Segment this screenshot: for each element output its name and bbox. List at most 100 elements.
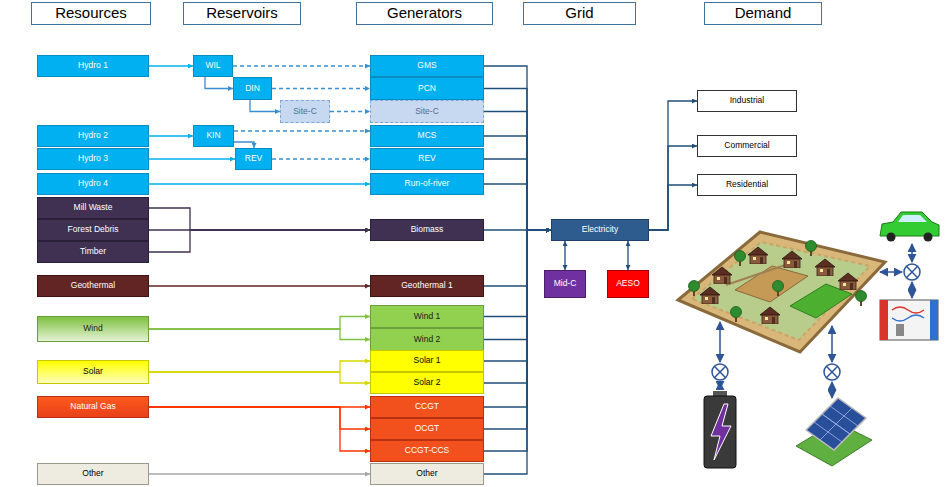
flow-connector bbox=[149, 158, 235, 159]
box-label: Wind 2 bbox=[414, 335, 440, 344]
flow-connector bbox=[484, 184, 551, 230]
box-label: Mill Waste bbox=[74, 203, 113, 212]
heat-pump bbox=[880, 300, 938, 340]
box-label: Electricity bbox=[582, 225, 618, 234]
wind-box: Wind 1 bbox=[370, 305, 484, 328]
box-label: Site-C bbox=[415, 107, 439, 116]
electric-car bbox=[880, 212, 939, 242]
flow-connector bbox=[484, 230, 551, 407]
box-label: Natural Gas bbox=[70, 402, 115, 411]
geothermal-box: Geothermal bbox=[37, 275, 149, 297]
biomass-box: Biomass bbox=[370, 219, 484, 241]
demand-box: Commercial bbox=[697, 135, 797, 157]
box-label: Solar 1 bbox=[414, 356, 441, 365]
flow-connector bbox=[330, 111, 370, 112]
planned-box: Site-C bbox=[280, 100, 330, 123]
box-label: REV bbox=[245, 154, 262, 163]
flow-connector bbox=[149, 317, 370, 330]
demand-box: Industrial bbox=[697, 90, 797, 112]
column-header: Resources bbox=[31, 2, 151, 25]
box-label: GMS bbox=[417, 61, 436, 70]
flow-arrows bbox=[720, 244, 912, 398]
interconnect-box: AESO bbox=[607, 270, 649, 298]
flow-connector bbox=[205, 77, 233, 89]
box-label: Solar bbox=[83, 367, 103, 376]
box-label: DIN bbox=[245, 84, 260, 93]
solar-box: Solar bbox=[37, 360, 149, 384]
flow-connector bbox=[149, 230, 370, 252]
box-label: Hydro 4 bbox=[78, 179, 108, 188]
gas-box: CCGT bbox=[370, 396, 484, 418]
flow-connector bbox=[484, 230, 551, 340]
gas-box: CCGT-CCS bbox=[370, 440, 484, 462]
hydro-box: Hydro 4 bbox=[37, 173, 149, 195]
solar-box: Solar 2 bbox=[370, 372, 484, 394]
planned-box: Site-C bbox=[370, 100, 484, 123]
flow-connector bbox=[484, 230, 551, 317]
biomass-box: Mill Waste bbox=[37, 197, 149, 219]
box-label: Solar 2 bbox=[414, 378, 441, 387]
solar-box: Solar 1 bbox=[370, 350, 484, 372]
hydro-box: Hydro 1 bbox=[37, 55, 149, 77]
other-box: Other bbox=[37, 463, 149, 485]
interconnect-box: Mid-C bbox=[544, 270, 586, 298]
flow-connector bbox=[149, 361, 370, 372]
column-header: Grid bbox=[523, 2, 636, 25]
box-label: Timber bbox=[80, 247, 106, 256]
flow-connector bbox=[484, 230, 551, 383]
box-label: Hydro 2 bbox=[78, 131, 108, 140]
flow-connector bbox=[484, 230, 551, 451]
flow-connector bbox=[250, 100, 280, 112]
box-label: Resources bbox=[55, 5, 127, 22]
box-label: Wind 1 bbox=[414, 312, 440, 321]
geothermal-box: Geothermal 1 bbox=[370, 275, 484, 297]
flow-connector bbox=[627, 241, 628, 270]
box-label: Generators bbox=[387, 5, 462, 22]
box-label: MCS bbox=[418, 131, 437, 140]
flow-connector bbox=[149, 183, 370, 184]
box-label: Hydro 3 bbox=[78, 154, 108, 163]
hydro-box: KIN bbox=[193, 125, 234, 147]
flow-connector bbox=[649, 185, 697, 230]
demand-box: Residential bbox=[697, 174, 797, 196]
switch-symbols bbox=[712, 264, 920, 380]
flow-connector bbox=[484, 159, 551, 230]
hydro-box: Hydro 3 bbox=[37, 148, 149, 170]
hydro-box: PCN bbox=[370, 77, 484, 100]
flow-connector bbox=[149, 65, 193, 66]
box-label: Site-C bbox=[293, 107, 317, 116]
biomass-box: Timber bbox=[37, 241, 149, 263]
village bbox=[678, 232, 885, 352]
box-label: Residential bbox=[726, 180, 768, 189]
box-label: Reservoirs bbox=[206, 5, 278, 22]
hydro-box: REV bbox=[235, 148, 272, 170]
flow-connector bbox=[149, 329, 370, 340]
box-label: Biomass bbox=[411, 225, 444, 234]
box-label: OCGT bbox=[415, 424, 440, 433]
box-label: Demand bbox=[735, 5, 792, 22]
flow-connector bbox=[484, 89, 551, 231]
box-label: KIN bbox=[206, 131, 220, 140]
column-header: Generators bbox=[356, 2, 493, 25]
flow-connector bbox=[149, 473, 370, 474]
flow-connector bbox=[149, 407, 370, 451]
flow-connector bbox=[484, 136, 551, 230]
flow-connector bbox=[149, 135, 193, 136]
box-label: Grid bbox=[565, 5, 593, 22]
box-label: Wind bbox=[83, 324, 102, 333]
flow-connector bbox=[149, 407, 370, 429]
flow-connector bbox=[484, 230, 551, 286]
hydro-box: Run-of-river bbox=[370, 173, 484, 195]
box-label: Geothermal bbox=[71, 281, 115, 290]
flow-connector bbox=[272, 88, 370, 89]
hydro-box: REV bbox=[370, 148, 484, 170]
wind-box: Wind bbox=[37, 316, 149, 342]
gas-box: OCGT bbox=[370, 418, 484, 440]
battery bbox=[704, 391, 736, 468]
column-header: Demand bbox=[704, 2, 822, 25]
box-label: Other bbox=[82, 469, 103, 478]
box-label: Other bbox=[416, 469, 437, 478]
flow-connector bbox=[649, 146, 697, 230]
box-label: WIL bbox=[205, 61, 220, 70]
